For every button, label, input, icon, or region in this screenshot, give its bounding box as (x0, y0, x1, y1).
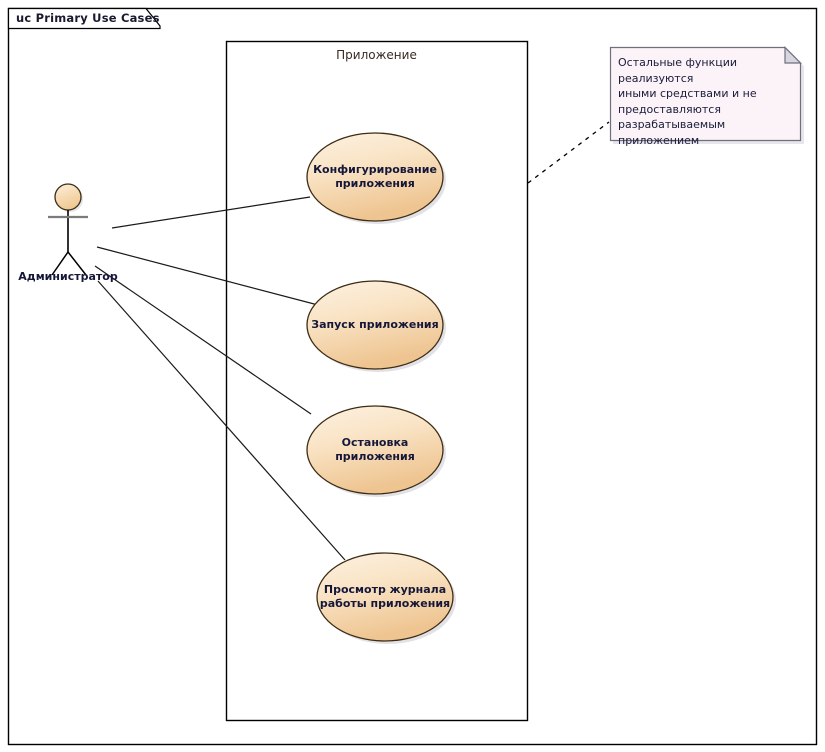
note-folded-corner-icon (784, 46, 802, 64)
note-body (609, 46, 802, 142)
association-lines (94, 196, 346, 561)
association-line-configure (111, 196, 311, 229)
frame-title-tab (7, 7, 161, 30)
actor-leg-left (51, 251, 69, 276)
use-case-stop-application[interactable] (306, 405, 446, 497)
use-case-start-application[interactable] (306, 280, 446, 372)
association-line-start (96, 246, 319, 306)
actor-leg-right (67, 251, 87, 276)
actor-administrator[interactable] (48, 183, 88, 276)
note-box[interactable] (609, 46, 805, 145)
association-line-stop (94, 265, 312, 415)
use-case-shapes (306, 132, 456, 644)
association-line-log (97, 280, 346, 561)
use-case-view-application-log[interactable] (316, 552, 456, 644)
note-anchor-line (527, 121, 610, 184)
use-case-configure-application[interactable] (306, 132, 446, 224)
actor-head (54, 183, 82, 211)
